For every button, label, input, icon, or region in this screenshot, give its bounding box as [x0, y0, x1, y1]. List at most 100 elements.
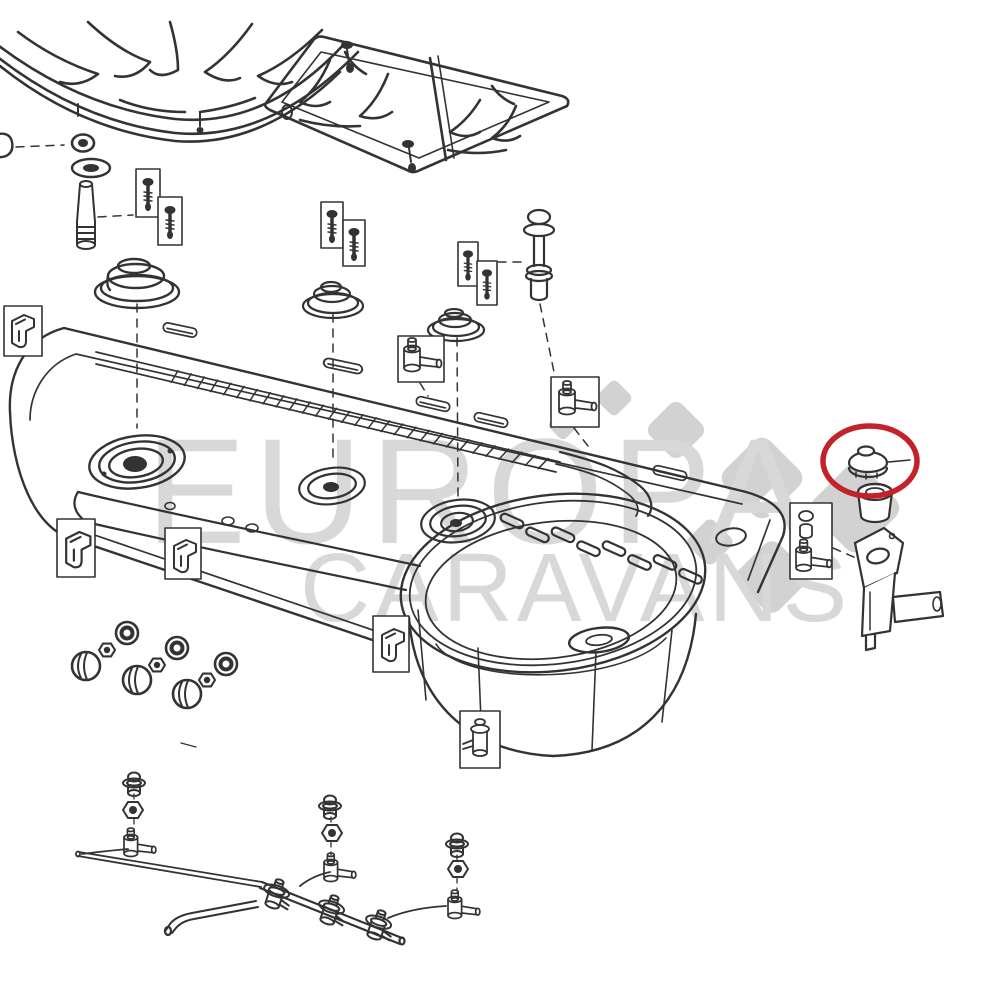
jet-nut-icon — [321, 824, 343, 842]
grate-fixing-screw — [341, 41, 354, 73]
vent-slot — [576, 540, 601, 558]
right-assembly — [847, 445, 945, 652]
rail-rib — [209, 379, 219, 393]
control-knobs — [70, 620, 239, 748]
knob-set — [171, 651, 239, 710]
rail-rib — [524, 454, 536, 467]
rail-rib — [353, 413, 364, 427]
diamond-cutout — [759, 487, 791, 519]
pan-support-grate-rect — [263, 35, 570, 174]
grommet — [70, 133, 96, 153]
gas-tap-icon — [359, 905, 399, 945]
rail-rib — [340, 410, 351, 424]
elbow-fitting-icon — [323, 852, 357, 883]
diamond-shape — [647, 401, 705, 459]
rubber-foot — [0, 132, 14, 159]
knob-nut-icon — [147, 657, 167, 673]
ignition-plug — [522, 208, 556, 302]
gas-jet-icon — [445, 832, 469, 858]
burner-base-medium — [301, 280, 365, 320]
jet-nut-icon — [122, 801, 144, 819]
rail-rib — [471, 442, 483, 454]
highlight-circle — [820, 423, 920, 499]
diamond-shape — [596, 380, 632, 416]
rail-rib — [275, 395, 285, 408]
rail-rib — [222, 382, 232, 396]
knob-set — [70, 620, 140, 682]
part-box — [459, 710, 501, 769]
vent-slot — [627, 554, 652, 571]
rail-rib — [445, 435, 457, 448]
rail-rib — [288, 398, 298, 411]
igniter-probe — [76, 180, 96, 250]
clip-boxes — [3, 305, 410, 673]
burner-base-small — [426, 307, 486, 343]
knob-nut-icon — [197, 672, 217, 688]
rail-rib — [537, 457, 549, 470]
gas-rail-assembly — [75, 771, 481, 946]
exploded-diagram-art — [0, 20, 945, 946]
grate-foot-stack — [0, 132, 112, 250]
part-box — [3, 305, 43, 357]
jet-dashed-links — [133, 793, 458, 892]
sink-bowl — [399, 492, 707, 758]
rail-rib — [393, 423, 404, 436]
gas-jet-icon — [318, 794, 342, 820]
front-recess-channel — [73, 490, 422, 592]
small-bush — [799, 523, 813, 539]
rail-rib — [485, 445, 497, 457]
burner-ring-medium — [298, 466, 366, 506]
valve-icon — [462, 718, 490, 757]
elbow-valve-boxes — [397, 335, 833, 769]
bushing — [856, 482, 894, 524]
vent-slot — [652, 554, 678, 571]
small-ring — [798, 510, 814, 522]
rail-rib — [314, 404, 325, 417]
knob-bezel — [164, 635, 190, 661]
burner-base-large — [93, 257, 181, 310]
rail-rib — [196, 376, 206, 390]
elbow-fitting-icon — [447, 889, 481, 920]
burner-cap-highlighted-part — [847, 445, 911, 480]
watermark-text-line1: EUROPA — [146, 407, 816, 575]
rail-rib — [170, 369, 179, 384]
jet-nut-icon — [447, 860, 469, 878]
grate-fixing-screw — [402, 140, 416, 173]
knob-bezel — [114, 620, 140, 646]
rail-rib — [327, 407, 338, 421]
supply-pipe — [75, 848, 263, 888]
rail-rib — [367, 416, 377, 430]
knob-bezel — [213, 651, 239, 677]
washer — [70, 157, 112, 179]
gas-jet-icon — [122, 771, 146, 797]
rail-rib — [236, 385, 245, 399]
rail-rib — [458, 438, 470, 451]
rail-rib — [249, 388, 258, 402]
rail-rib — [498, 448, 510, 461]
elbow-fitting-icon — [123, 827, 157, 858]
assembly-dashed-lines — [15, 144, 857, 559]
ribbed-back-rail — [95, 351, 561, 473]
ignition-bracket — [853, 526, 945, 652]
vent-slots — [499, 512, 703, 585]
rail-rib — [432, 432, 444, 445]
vent-slot — [678, 567, 703, 585]
rail-rib — [301, 401, 311, 414]
rail-rib — [419, 429, 430, 442]
rail-rib — [183, 373, 192, 387]
rail-rib — [511, 451, 523, 464]
knob-set — [121, 635, 190, 696]
vent-slot — [525, 526, 550, 544]
part-box — [372, 615, 410, 673]
rail-rib — [262, 391, 272, 405]
drain-hole — [567, 626, 631, 654]
rail-rib — [380, 420, 391, 433]
oval-cutout — [715, 527, 747, 547]
vent-slot — [550, 526, 576, 544]
gas-tap-icon — [257, 874, 297, 914]
vent-slot — [601, 540, 627, 557]
rail-rib — [406, 426, 417, 439]
knob-nut-icon — [97, 642, 117, 658]
